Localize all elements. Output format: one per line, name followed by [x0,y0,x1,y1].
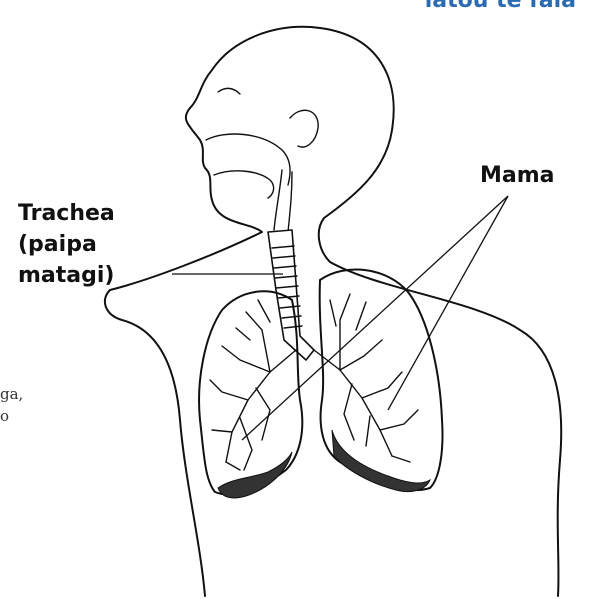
trachea [268,230,314,360]
margin-text-fragment: ga, o [0,383,23,427]
right-lung-base-shading [332,430,430,492]
trachea-label-line-1: Trachea [18,198,115,229]
margin-text-line-1: ga, [0,383,23,405]
page-heading-fragment: latou te fala [425,0,576,13]
bronchial-tree [210,294,418,470]
trachea-label: Trachea (paipa matagi) [18,198,115,291]
margin-text-line-2: o [0,405,23,427]
trachea-label-line-3: matagi) [18,260,115,291]
mouth-cavity [214,171,274,198]
left-lung-base-shading [218,452,292,498]
eye [218,88,240,94]
lungs-leader-line-right [388,196,508,410]
lungs-label: Mama [480,160,555,191]
ear [290,110,318,147]
trachea-label-line-2: (paipa [18,229,115,260]
nasal-cavity [206,134,290,185]
